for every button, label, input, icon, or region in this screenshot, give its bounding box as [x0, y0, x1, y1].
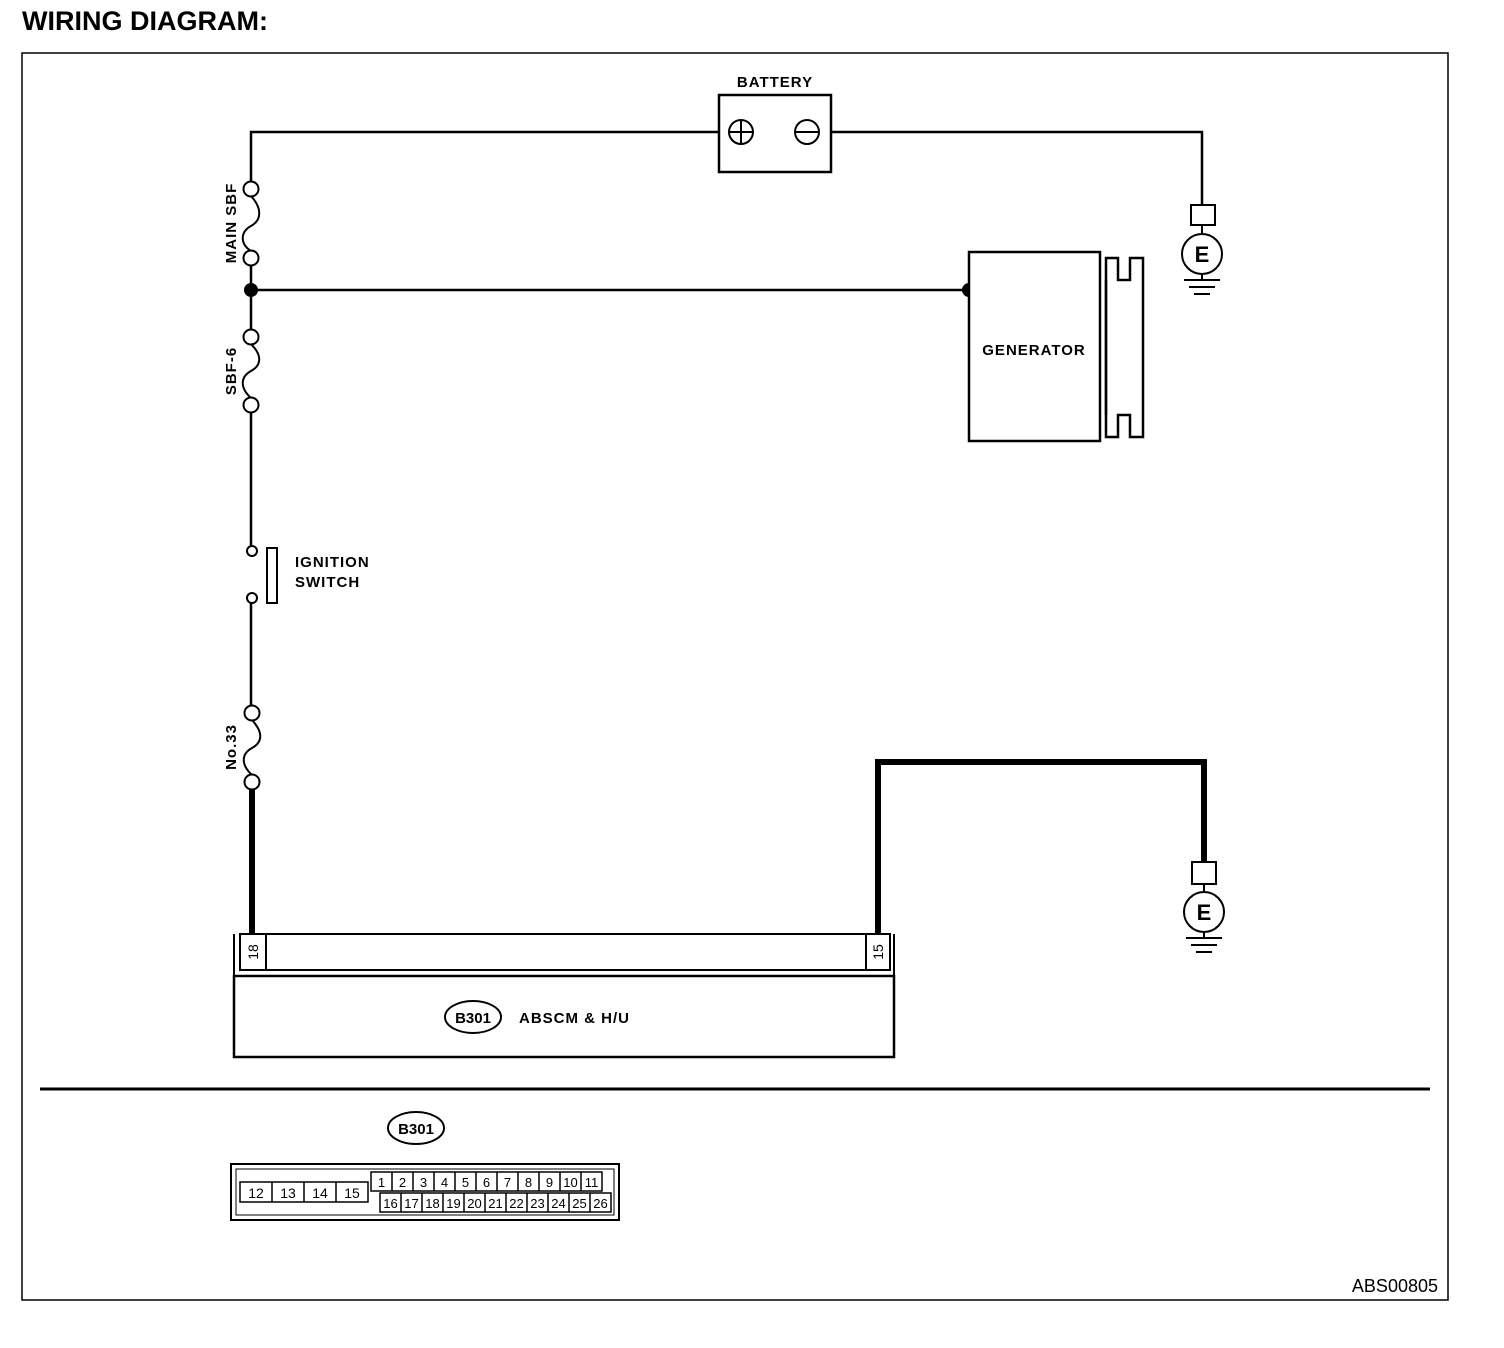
generator — [967, 250, 1145, 443]
junction-left — [244, 283, 258, 297]
ground-label-2: E — [1197, 900, 1212, 925]
figure-id: ABS00805 — [1352, 1276, 1438, 1296]
battery-label: BATTERY — [737, 74, 813, 91]
connector-pin-9: 9 — [546, 1175, 553, 1190]
connector-tag-oval — [387, 1111, 445, 1145]
connector-pin-22: 22 — [509, 1196, 523, 1211]
pin-18-label: 18 — [245, 944, 261, 960]
abscm-module — [232, 933, 896, 1059]
connector-pin-26: 26 — [593, 1196, 607, 1211]
connector-pin-23: 23 — [530, 1196, 544, 1211]
connector-pin-25: 25 — [572, 1196, 586, 1211]
connector-pin-2: 2 — [399, 1175, 406, 1190]
fuse-no33-label: No.33 — [223, 724, 240, 770]
connector-pin-11: 11 — [585, 1175, 599, 1190]
connector-pin-13: 13 — [280, 1185, 296, 1201]
ignition-label-line2: SWITCH — [295, 574, 360, 591]
wire-pin15-ground — [875, 759, 1207, 936]
connector-pin-1: 1 — [378, 1175, 385, 1190]
connector-b301-face — [230, 1163, 620, 1221]
module-connector-tag: B301 — [455, 1010, 491, 1027]
module-name-label: ABSCM & H/U — [519, 1010, 630, 1027]
connector-pin-4: 4 — [441, 1175, 448, 1190]
connector-pin-15: 15 — [344, 1185, 360, 1201]
main-sbf-fuse — [241, 180, 261, 267]
ignition-label-line1: IGNITION — [295, 554, 370, 571]
battery — [717, 93, 833, 174]
diagram-frame — [21, 52, 1449, 1301]
connector-pin-8: 8 — [525, 1175, 532, 1190]
connector-pin-20: 20 — [467, 1196, 481, 1211]
connector-pin-7: 7 — [504, 1175, 511, 1190]
ground-label-1: E — [1195, 242, 1210, 267]
connector-pin-21: 21 — [488, 1196, 502, 1211]
connector-pin-12: 12 — [248, 1185, 264, 1201]
connector-pin-17: 17 — [404, 1196, 418, 1211]
pin-15-label: 15 — [870, 944, 886, 960]
connector-pin-14: 14 — [312, 1185, 328, 1201]
ground-battery — [1181, 204, 1223, 295]
sbf6-label: SBF-6 — [223, 347, 240, 395]
connector-pin-10: 10 — [563, 1175, 577, 1190]
wire-battery-positive — [249, 130, 719, 183]
generator-label: GENERATOR — [982, 342, 1085, 359]
ground-module — [1183, 861, 1225, 953]
sbf6-fuse — [241, 328, 261, 414]
page-title: WIRING DIAGRAM: — [22, 6, 268, 36]
connector-pin-18: 18 — [425, 1196, 439, 1211]
connector-pin-3: 3 — [420, 1175, 427, 1190]
wire-battery-negative — [831, 130, 1204, 205]
main-sbf-label: MAIN SBF — [223, 183, 240, 264]
connector-pin-19: 19 — [446, 1196, 460, 1211]
connector-pin-24: 24 — [551, 1196, 565, 1211]
connector-pin-6: 6 — [483, 1175, 490, 1190]
ignition-switch — [246, 545, 278, 604]
connector-pin-16: 16 — [383, 1196, 397, 1211]
connector-tag-label: B301 — [398, 1121, 434, 1138]
connector-pin-5: 5 — [462, 1175, 469, 1190]
fuse-no33 — [242, 704, 262, 791]
